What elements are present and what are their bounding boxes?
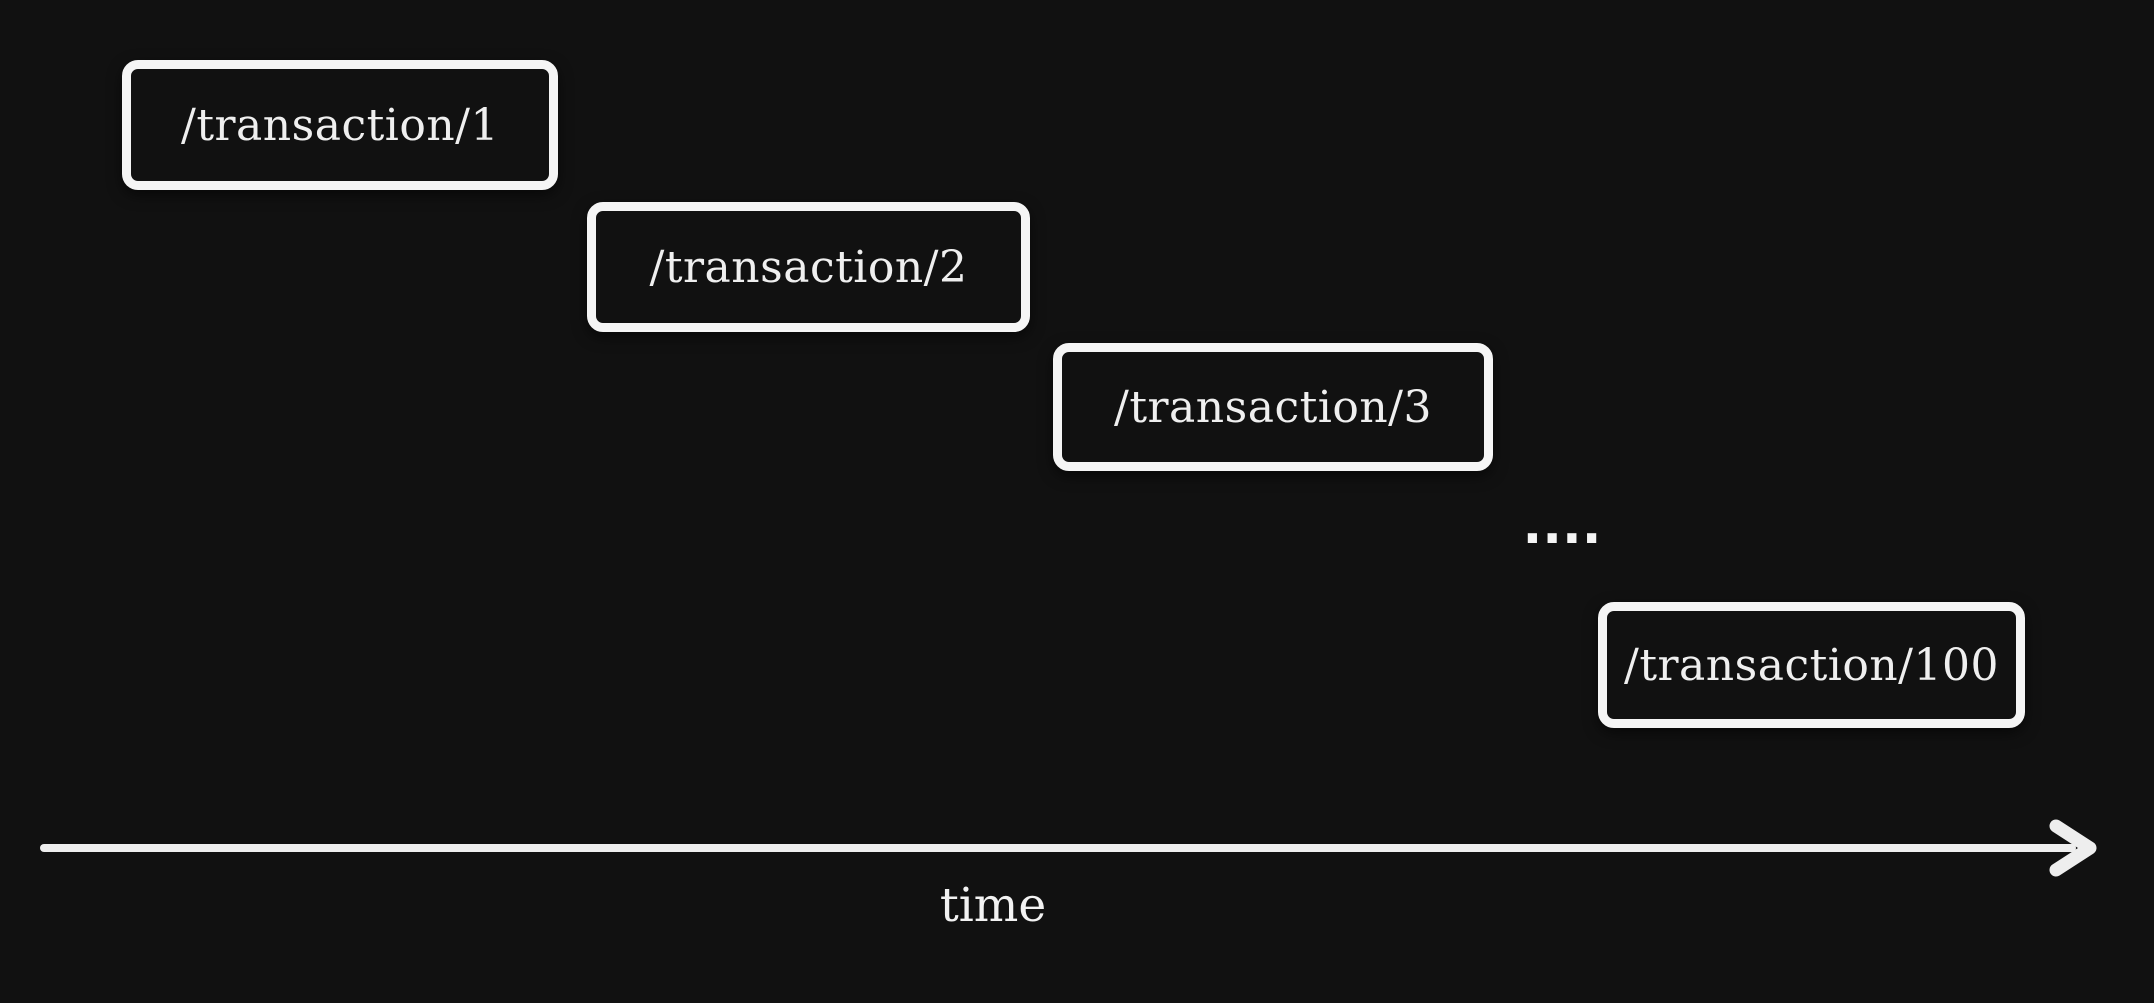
transaction-box-1-label: /transaction/1 <box>181 99 499 151</box>
transaction-box-100: /transaction/100 <box>1598 602 2025 728</box>
transaction-box-2: /transaction/2 <box>587 202 1030 332</box>
time-axis-label: time <box>939 878 1047 933</box>
transaction-box-3: /transaction/3 <box>1053 343 1493 471</box>
transaction-box-100-label: /transaction/100 <box>1624 639 1999 691</box>
arrow-head-icon <box>2049 819 2097 877</box>
ellipsis-dots: .... <box>1522 496 1602 556</box>
transaction-box-2-label: /transaction/2 <box>649 241 968 293</box>
transaction-box-3-label: /transaction/3 <box>1114 381 1432 433</box>
transaction-box-1: /transaction/1 <box>122 60 558 190</box>
